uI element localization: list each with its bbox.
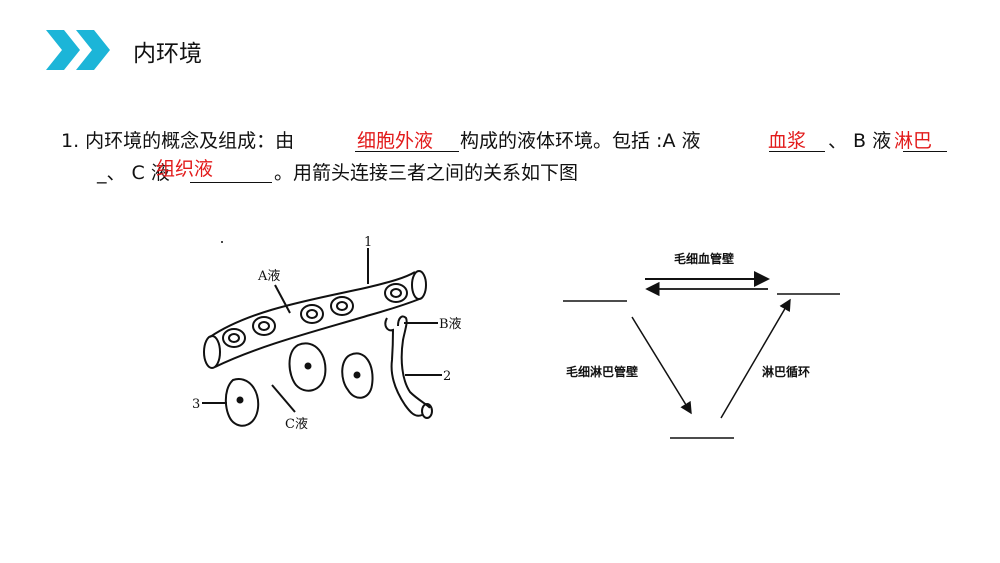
label-3: 3	[192, 397, 200, 412]
blank-c	[190, 182, 272, 183]
blank-b	[903, 151, 947, 152]
label-lymph-capillary-wall: 毛细淋巴管壁	[566, 365, 639, 379]
answer-b-lymph: 淋巴	[894, 130, 933, 152]
label-1: 1	[364, 235, 372, 250]
question-line1-mid: 构成的液体环境。包括 :A 液	[460, 130, 701, 152]
label-c-fluid: C液	[285, 417, 308, 432]
section-header	[46, 30, 118, 70]
question-line2-prefix: _、 C 液	[97, 162, 170, 184]
page-title: 内环境	[133, 41, 202, 67]
label-2: 2	[443, 369, 451, 384]
label-b-fluid: B液	[439, 317, 462, 332]
question-line1-prefix: 1. 内环境的概念及组成：由	[61, 130, 295, 152]
relationship-diagram	[563, 271, 840, 439]
label-a-fluid: A液	[257, 269, 280, 284]
blank-extracellular	[355, 151, 459, 152]
label-capillary-wall: 毛细血管壁	[674, 252, 735, 266]
question-line2-suffix: 。用箭头连接三者之间的关系如下图	[274, 162, 579, 184]
answer-extracellular-fluid: 细胞外液	[357, 130, 434, 152]
answer-c-tissue-fluid: 组织液	[156, 158, 214, 180]
blank-a	[769, 151, 825, 152]
answer-a-plasma: 血浆	[768, 130, 807, 152]
tissue-diagram: A液 1 B液 2 3 C液	[192, 235, 462, 432]
double-chevron-right-icon	[46, 30, 110, 70]
question-line1-sep: 、 B 液	[828, 130, 892, 152]
label-lymph-circulation: 淋巴循环	[762, 365, 811, 379]
